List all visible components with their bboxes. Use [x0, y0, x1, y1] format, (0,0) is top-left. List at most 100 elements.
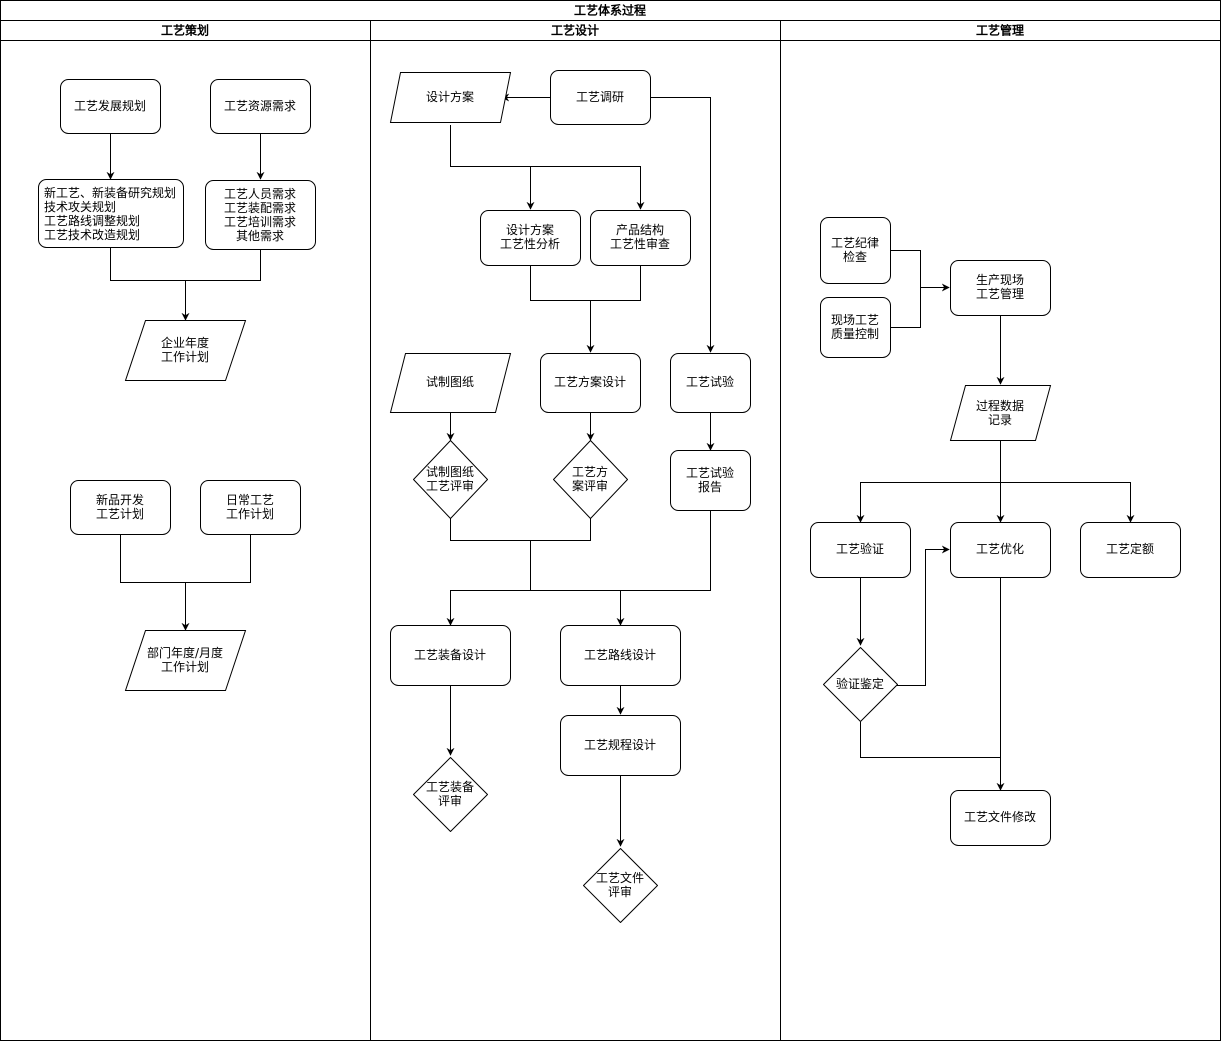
node-process-scheme-label: 工艺方案设计 — [510, 375, 670, 389]
node-people-req-label-line: 其他需求 — [235, 229, 284, 243]
node-scheme-label-line: 设计方案 — [425, 90, 474, 104]
node-scheme-analysis-label-line: 设计方案 — [505, 223, 554, 237]
edge-merge-to-dept — [120, 535, 251, 630]
node-route-design-box — [560, 625, 681, 686]
edge-report-to-route — [620, 510, 711, 591]
node-site-mgmt-label: 生产现场工艺管理 — [920, 273, 1080, 301]
node-process-test-label-line: 工艺试验 — [685, 375, 734, 389]
node-trial-drawing-label-line: 试制图纸 — [425, 375, 474, 389]
node-file-review-label-line: 评审 — [607, 885, 632, 899]
node-quality-label-line: 质量控制 — [830, 327, 879, 341]
edge-record-to-quota — [1000, 482, 1135, 523]
node-research-plan-box — [38, 179, 184, 248]
node-new-product-label: 新品开发工艺计划 — [40, 493, 200, 521]
node-test-report-box — [670, 450, 751, 511]
node-quota-label: 工艺定额 — [1050, 542, 1210, 556]
lane-header-design: 工艺设计 — [551, 23, 599, 38]
edge-record-to-verify — [856, 482, 1001, 523]
connectors — [106, 93, 1135, 847]
node-new-product-label-line: 工艺计划 — [95, 507, 144, 521]
node-test-report-label-line: 工艺试验 — [685, 466, 734, 480]
node-optimize-box — [950, 522, 1051, 578]
node-quality-label: 现场工艺质量控制 — [775, 313, 935, 341]
node-site-mgmt-box — [950, 260, 1051, 316]
node-dept-plan-shape — [124, 630, 247, 691]
node-annual-plan-label: 企业年度工作计划 — [105, 336, 265, 364]
node-route-design-label-line: 工艺路线设计 — [583, 648, 656, 662]
node-process-test-label: 工艺试验 — [630, 375, 790, 389]
node-trial-review-label: 试制图纸工艺评审 — [370, 465, 530, 493]
edge-research-to-test — [651, 97, 715, 353]
node-new-product-box — [70, 480, 171, 535]
node-verify-check-label: 验证鉴定 — [780, 677, 940, 691]
node-data-record-label-line: 记录 — [987, 413, 1012, 427]
node-data-record-shape — [949, 385, 1052, 441]
node-trial-review-label-line: 工艺评审 — [425, 479, 474, 493]
node-dev-plan-label-line: 工艺发展规划 — [73, 99, 146, 113]
node-route-design-label: 工艺路线设计 — [540, 648, 700, 662]
lane-header-planning: 工艺策划 — [161, 23, 209, 38]
node-procedure-design-box — [560, 715, 681, 776]
node-discipline-box — [820, 217, 891, 284]
node-equipment-design-label-line: 工艺装备设计 — [413, 648, 486, 662]
edge-reviews-merge — [451, 518, 591, 625]
node-daily-plan-box — [200, 480, 301, 535]
edge-check-to-optimize — [897, 545, 950, 686]
node-verify-label-line: 工艺验证 — [835, 542, 884, 556]
node-verify-check-diamond — [823, 647, 898, 722]
edge-checks-to-site — [890, 250, 949, 328]
node-daily-plan-label: 日常工艺工作计划 — [170, 493, 330, 521]
node-resource-req-label: 工艺资源需求 — [180, 99, 340, 113]
node-verify-check-label-line: 验证鉴定 — [835, 677, 884, 691]
node-people-req-box — [205, 180, 316, 250]
node-equipment-design-box — [390, 625, 511, 686]
node-scheme-review-label-line: 案评审 — [571, 479, 608, 493]
node-discipline-label-line: 检查 — [842, 250, 867, 264]
node-resource-req-label-line: 工艺资源需求 — [223, 99, 296, 113]
node-site-mgmt-label-line: 工艺管理 — [975, 287, 1024, 301]
node-trial-drawing-label: 试制图纸 — [370, 375, 530, 389]
node-file-review-label-line: 工艺文件 — [595, 871, 644, 885]
node-scheme-label: 设计方案 — [370, 90, 530, 104]
node-process-scheme-label-line: 工艺方案设计 — [553, 375, 626, 389]
node-dept-plan-label-line: 工作计划 — [160, 660, 209, 674]
node-site-mgmt-label-line: 生产现场 — [975, 273, 1024, 287]
node-dept-plan-label: 部门年度/月度工作计划 — [105, 646, 265, 674]
node-trial-review-label-line: 试制图纸 — [425, 465, 474, 479]
node-scheme-review-diamond — [553, 440, 628, 519]
node-people-req-label-line: 工艺人员需求 — [223, 187, 296, 201]
node-people-req-label-line: 工艺装配需求 — [223, 201, 296, 215]
node-test-report-label: 工艺试验报告 — [630, 466, 790, 494]
node-annual-plan-label-line: 工作计划 — [160, 350, 209, 364]
node-process-scheme-box — [540, 353, 641, 413]
node-process-test-box — [670, 353, 751, 413]
node-verify-box — [810, 522, 911, 578]
node-file-modify-label-line: 工艺文件修改 — [963, 810, 1036, 824]
node-optimize-label: 工艺优化 — [920, 542, 1080, 556]
node-structure-review-label-line: 产品结构 — [615, 223, 664, 237]
node-annual-plan-label-line: 企业年度 — [160, 336, 209, 350]
node-file-review-diamond — [583, 848, 658, 923]
diagram-title: 工艺体系过程 — [574, 3, 646, 18]
node-scheme-analysis-label: 设计方案工艺性分析 — [450, 223, 610, 251]
node-research-plan-label-line: 新工艺、新装备研究规划 — [44, 186, 177, 200]
node-structure-review-label-line: 工艺性审查 — [609, 237, 670, 251]
node-daily-plan-label-line: 日常工艺 — [225, 493, 274, 507]
edge-analysis-merge — [530, 266, 641, 352]
node-research-plan-label-line: 工艺技术改造规划 — [44, 228, 141, 242]
edge-merge-to-annual — [110, 248, 261, 320]
lane-header-management: 工艺管理 — [976, 23, 1024, 38]
node-resource-req-box — [210, 79, 311, 134]
node-dev-plan-label: 工艺发展规划 — [30, 99, 190, 113]
node-dept-plan-label-line: 部门年度/月度 — [146, 646, 224, 660]
node-quality-box — [820, 297, 891, 358]
node-optimize-label-line: 工艺优化 — [975, 542, 1024, 556]
node-discipline-label: 工艺纪律检查 — [775, 236, 935, 264]
node-people-req-label-line: 工艺培训需求 — [223, 215, 296, 229]
edge-check-to-modify — [860, 722, 1001, 758]
node-structure-review-label: 产品结构工艺性审查 — [560, 223, 720, 251]
node-trial-drawing-shape — [389, 353, 512, 413]
node-scheme-review-label: 工艺方案评审 — [510, 465, 670, 493]
node-equipment-review-diamond — [413, 757, 488, 832]
node-verify-label: 工艺验证 — [780, 542, 940, 556]
